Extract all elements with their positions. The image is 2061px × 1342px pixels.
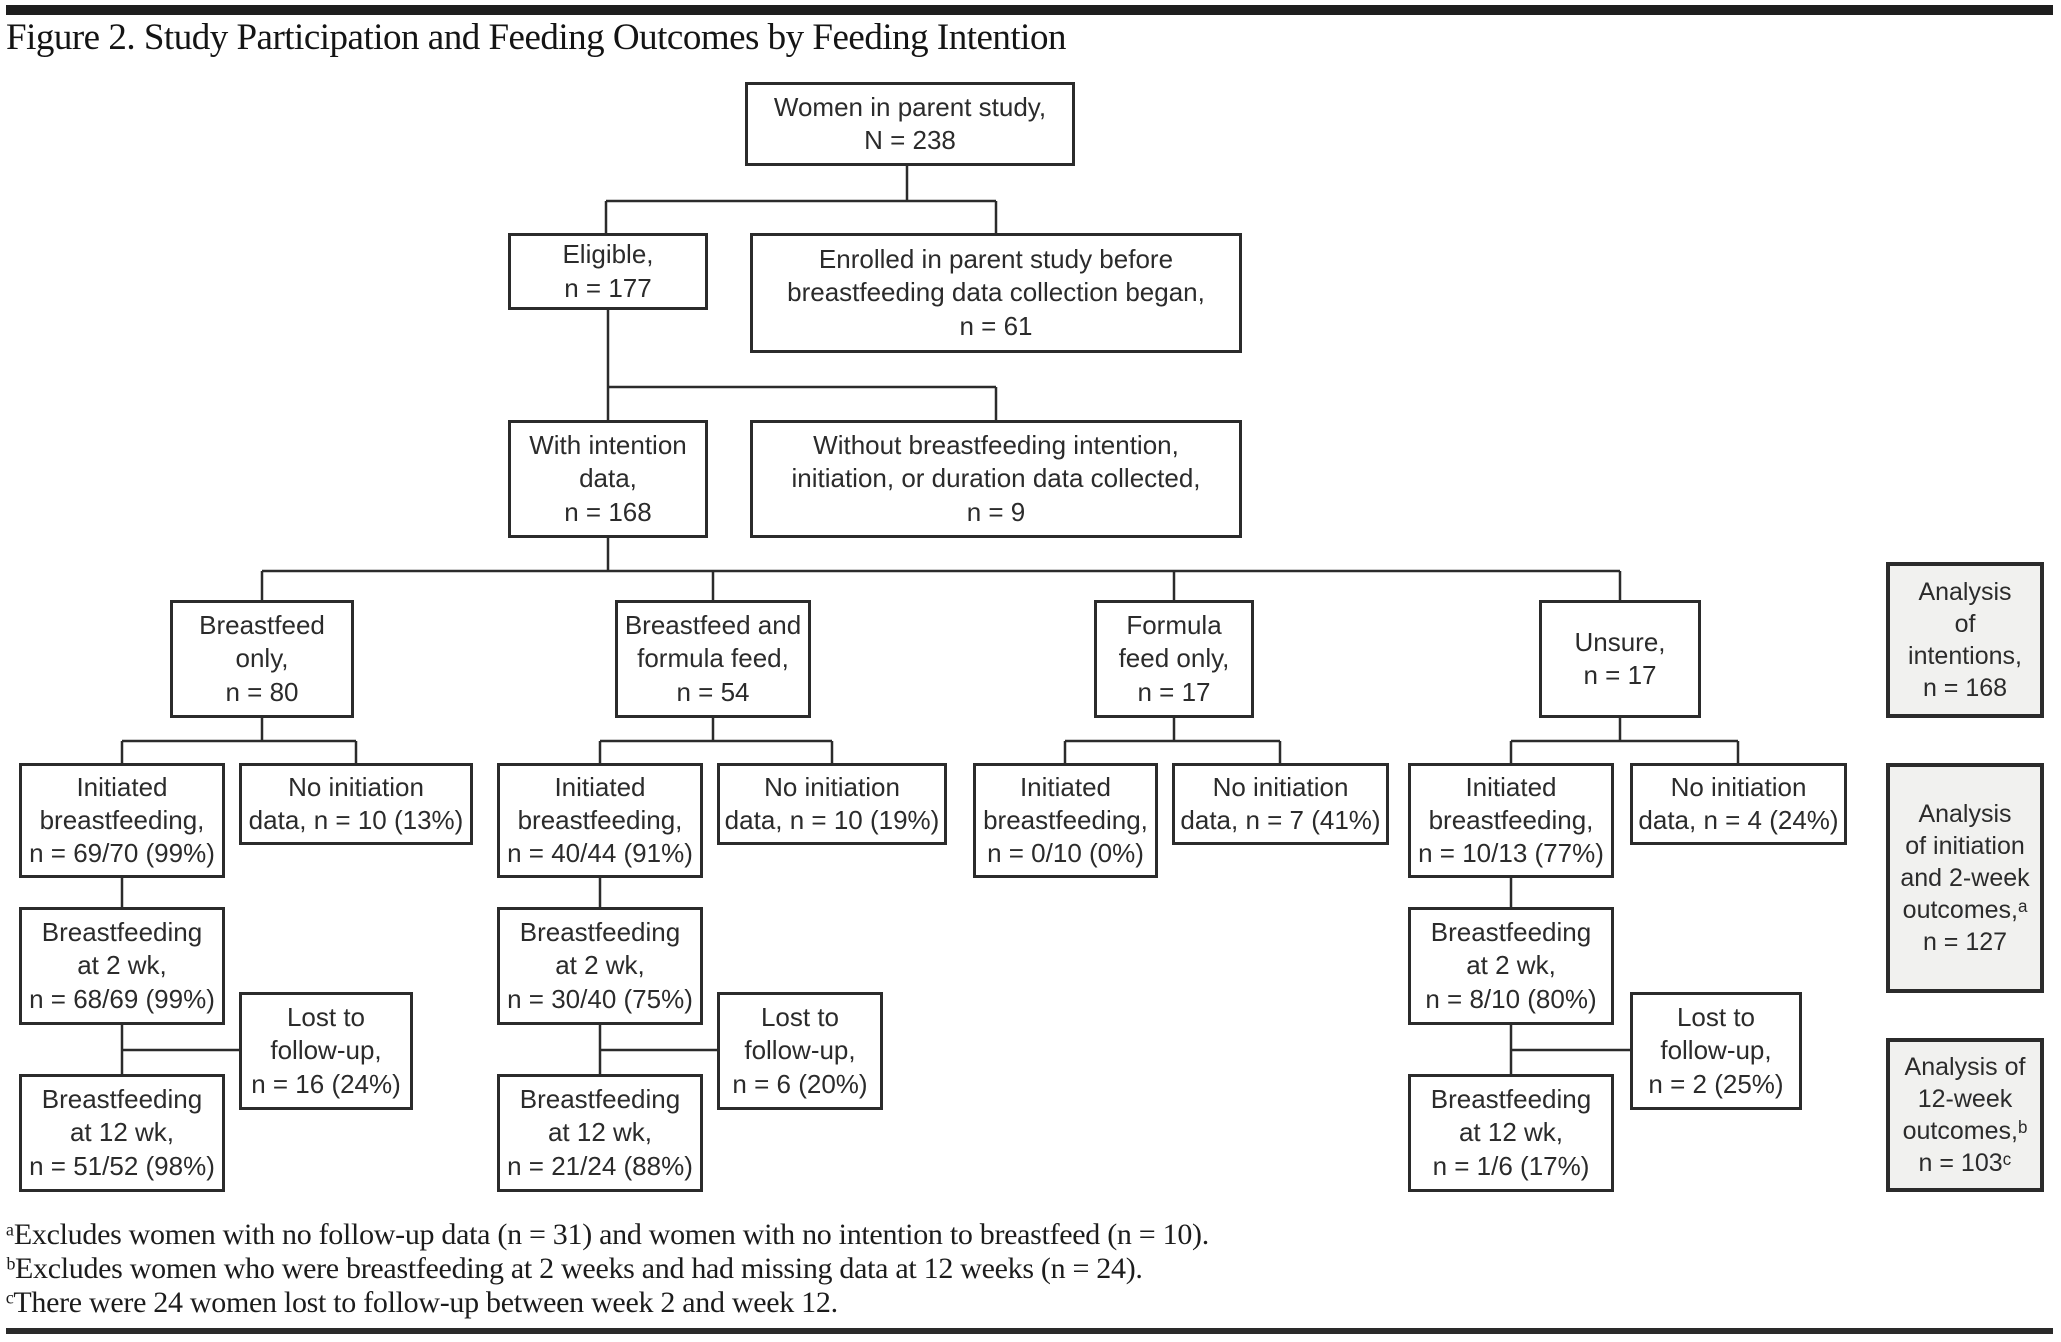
node-bf-only-no-initiation-data: No initiation data, n = 10 (13%) <box>239 763 473 845</box>
node-unsure: Unsure, n = 17 <box>1539 600 1701 718</box>
node-formula-no-initiation-data: No initiation data, n = 7 (41%) <box>1172 763 1389 845</box>
node-unsure-2wk: Breastfeeding at 2 wk, n = 8/10 (80%) <box>1408 907 1614 1025</box>
node-bf-only-2wk: Breastfeeding at 2 wk, n = 68/69 (99%) <box>19 907 225 1025</box>
top-rule <box>6 5 2053 15</box>
node-unsure-lost-to-follow-up: Lost to follow-up, n = 2 (25%) <box>1630 992 1802 1110</box>
node-breastfeed-and-formula: Breastfeed and formula feed, n = 54 <box>615 600 811 718</box>
node-bf-only-lost-to-follow-up: Lost to follow-up, n = 16 (24%) <box>239 992 413 1110</box>
node-bf-formula-lost-to-follow-up: Lost to follow-up, n = 6 (20%) <box>717 992 883 1110</box>
footnote-b: ᵇExcludes women who were breastfeeding a… <box>6 1252 1143 1285</box>
node-with-intention-data: With intention data, n = 168 <box>508 420 708 538</box>
node-enrolled-before-collection: Enrolled in parent study before breastfe… <box>750 233 1242 353</box>
node-unsure-initiated: Initiated breastfeeding, n = 10/13 (77%) <box>1408 763 1614 878</box>
node-unsure-no-initiation-data: No initiation data, n = 4 (24%) <box>1630 763 1847 845</box>
bottom-rule <box>6 1328 2053 1334</box>
node-eligible: Eligible, n = 177 <box>508 233 708 310</box>
node-analysis-12wk: Analysis of 12-week outcomes,ᵇ n = 103ᶜ <box>1886 1038 2044 1192</box>
node-bf-only-12wk: Breastfeeding at 12 wk, n = 51/52 (98%) <box>19 1074 225 1192</box>
node-analysis-initiation-2wk: Analysis of initiation and 2-week outcom… <box>1886 763 2044 993</box>
node-formula-initiated: Initiated breastfeeding, n = 0/10 (0%) <box>973 763 1158 878</box>
node-bf-only-initiated: Initiated breastfeeding, n = 69/70 (99%) <box>19 763 225 878</box>
node-bf-formula-initiated: Initiated breastfeeding, n = 40/44 (91%) <box>497 763 703 878</box>
footnote-c: ᶜThere were 24 women lost to follow-up b… <box>6 1286 838 1319</box>
node-bf-formula-no-initiation-data: No initiation data, n = 10 (19%) <box>717 763 947 845</box>
node-bf-formula-12wk: Breastfeeding at 12 wk, n = 21/24 (88%) <box>497 1074 703 1192</box>
node-breastfeed-only: Breastfeed only, n = 80 <box>170 600 354 718</box>
node-without-intention-data: Without breastfeeding intention, initiat… <box>750 420 1242 538</box>
node-formula-feed-only: Formula feed only, n = 17 <box>1094 600 1254 718</box>
footnote-a: ᵃExcludes women with no follow-up data (… <box>6 1218 1209 1251</box>
node-unsure-12wk: Breastfeeding at 12 wk, n = 1/6 (17%) <box>1408 1074 1614 1192</box>
figure-title: Figure 2. Study Participation and Feedin… <box>6 17 1066 58</box>
node-analysis-of-intentions: Analysis of intentions, n = 168 <box>1886 562 2044 718</box>
node-bf-formula-2wk: Breastfeeding at 2 wk, n = 30/40 (75%) <box>497 907 703 1025</box>
node-women-in-parent-study: Women in parent study, N = 238 <box>745 82 1075 166</box>
